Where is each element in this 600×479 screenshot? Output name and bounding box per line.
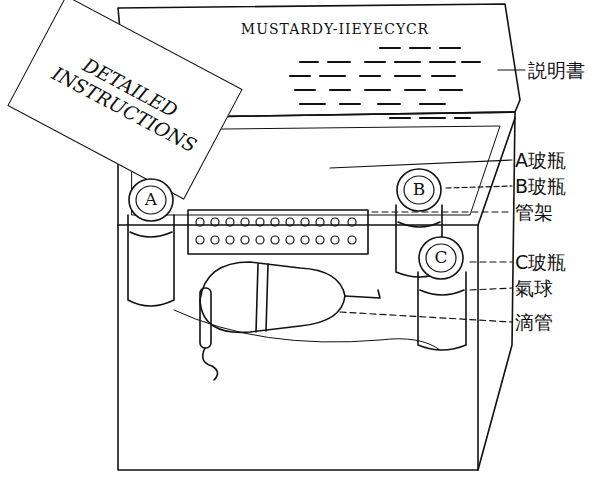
bottle-cap: B xyxy=(396,168,442,212)
bottle-b-neck xyxy=(398,222,440,227)
part-label: A玻瓶 xyxy=(515,148,566,174)
bottle-letter: C xyxy=(434,248,447,268)
part-label: 管架 xyxy=(515,200,553,226)
bottle-cap: C xyxy=(418,236,464,280)
lid-panel: MUSTARDY-IIEYECYCR xyxy=(185,14,485,44)
bulb-tip xyxy=(345,290,380,298)
rack-holes xyxy=(196,218,356,244)
bottle-letter: B xyxy=(413,180,426,200)
part-label: C玻瓶 xyxy=(515,250,566,276)
box-edge xyxy=(477,225,479,470)
bottle-c xyxy=(418,272,466,350)
bottle-c-neck xyxy=(420,290,464,295)
part-label: 滴管 xyxy=(515,310,553,336)
part-label: B玻瓶 xyxy=(515,174,566,200)
part-label: 説明書 xyxy=(528,58,585,84)
bottle-letter: A xyxy=(145,190,157,210)
tube-rack xyxy=(188,210,368,254)
leader-lines xyxy=(330,70,525,322)
instruction-dashes xyxy=(290,48,480,118)
bottle-a xyxy=(128,215,174,306)
bulb-band xyxy=(256,264,268,332)
part-label: 氣球 xyxy=(515,276,553,302)
rubber-bulb xyxy=(200,262,345,332)
instruction-card: DETAILED INSTRUCTIONS xyxy=(7,0,242,200)
dropper xyxy=(200,288,211,348)
lid-heading: MUSTARDY-IIEYECYCR xyxy=(241,21,429,37)
bottle-a-neck xyxy=(130,232,172,237)
card-title: DETAILED INSTRUCTIONS xyxy=(49,43,202,152)
dropper-string xyxy=(203,348,218,380)
bottle-cap: A xyxy=(128,178,174,222)
